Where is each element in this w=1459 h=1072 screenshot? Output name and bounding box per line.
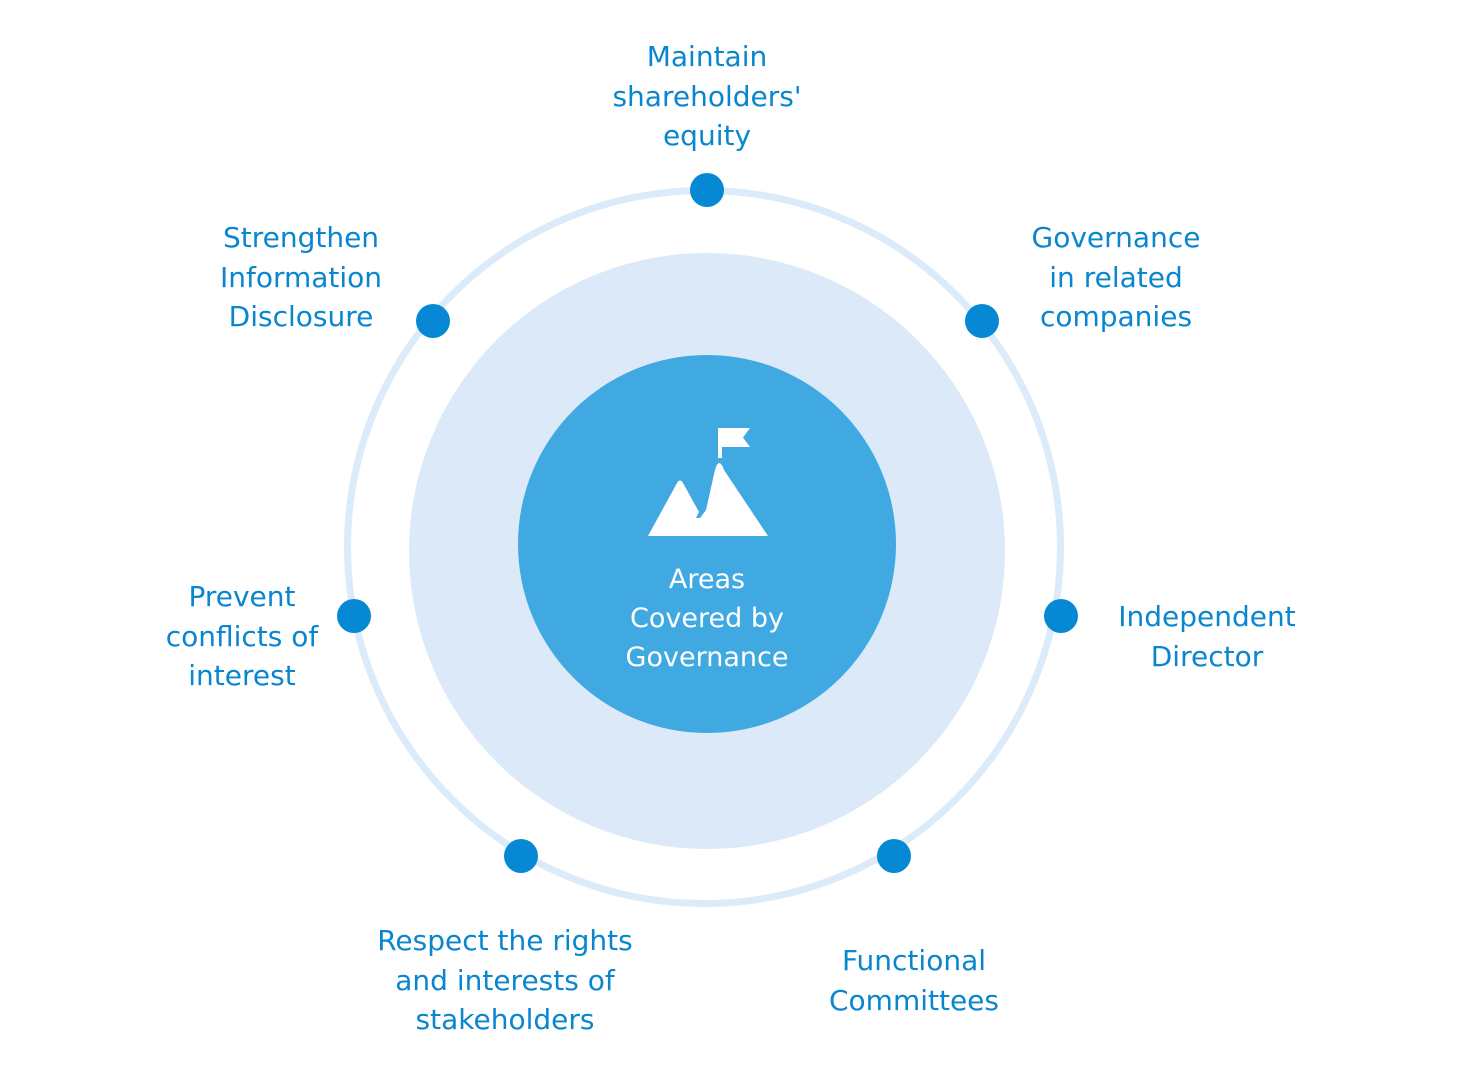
- area-label-stakeholders: Respect the rights and interests of stak…: [377, 924, 633, 1036]
- area-label-functional-committees: Functional Committees: [828, 944, 999, 1017]
- area-dot-functional-committees: [877, 839, 911, 873]
- area-dot-information-disclosure: [416, 304, 450, 338]
- area-dot-conflicts-of-interest: [337, 599, 371, 633]
- center-circle: [518, 355, 896, 733]
- area-label-related-companies: Governance in related companies: [1031, 221, 1201, 333]
- area-dot-stakeholders: [504, 839, 538, 873]
- area-dot-independent-director: [1044, 599, 1078, 633]
- area-label-shareholders-equity: Maintain shareholders' equity: [612, 40, 802, 152]
- area-dot-shareholders-equity: [690, 173, 724, 207]
- area-label-information-disclosure: Strengthen Information Disclosure: [219, 221, 383, 333]
- mountain-flag-icon: [648, 428, 768, 536]
- area-label-independent-director: Independent Director: [1118, 600, 1296, 673]
- area-label-conflicts-of-interest: Prevent conflicts of interest: [165, 580, 319, 692]
- center-label: Areas Covered by Governance: [625, 564, 789, 673]
- area-dot-related-companies: [965, 304, 999, 338]
